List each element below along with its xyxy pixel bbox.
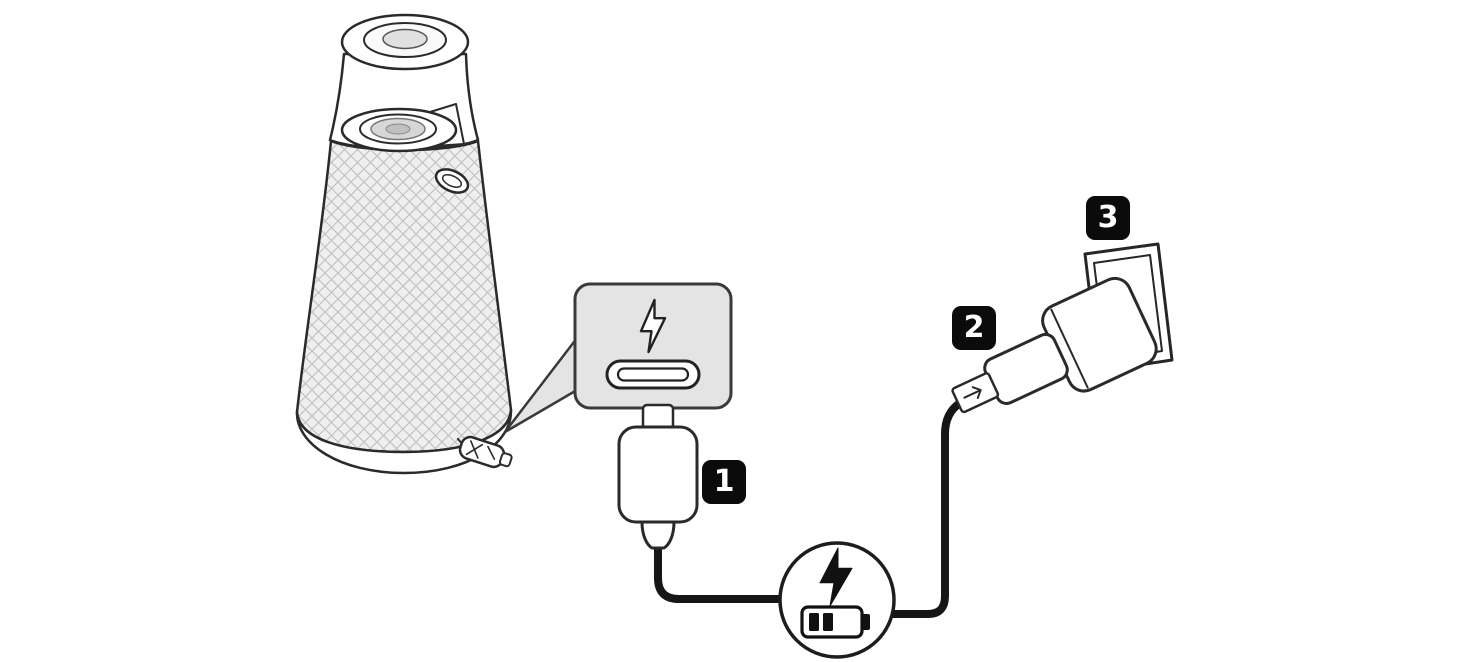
usb-c-connector	[617, 403, 699, 550]
power-adapter-seam	[1050, 308, 1089, 389]
port-cover-plug	[456, 435, 513, 469]
speaker-driver-cap	[385, 123, 411, 135]
usb-c-port-slot	[616, 367, 690, 382]
usb-cable-left-segment	[654, 544, 804, 603]
lightning-bolt-icon	[639, 298, 667, 354]
step-2-badge: 2	[952, 306, 996, 350]
speaker-base	[295, 408, 513, 475]
usb-c-connector-body	[617, 425, 699, 524]
step-1-badge: 1	[702, 460, 746, 504]
speaker-body	[295, 139, 513, 454]
usb-c-connector-strain-relief	[640, 520, 676, 550]
usb-c-connector-tip	[641, 403, 675, 431]
callout-pointer	[503, 336, 579, 434]
speaker-top-cap-center	[382, 28, 428, 50]
charging-battery-icon	[800, 605, 870, 639]
speaker-illustration	[295, 13, 513, 475]
speaker-strap-hook	[434, 168, 470, 194]
usb-cable-right-segment	[876, 391, 976, 618]
usb-c-port-icon	[605, 359, 701, 390]
charging-port-callout	[503, 282, 733, 434]
step-3-badge: 3	[1086, 196, 1130, 240]
usb-plug-arrow-icon	[963, 386, 982, 400]
charging-indicator	[778, 541, 896, 659]
usb-plug-and-adapter	[951, 276, 1158, 414]
